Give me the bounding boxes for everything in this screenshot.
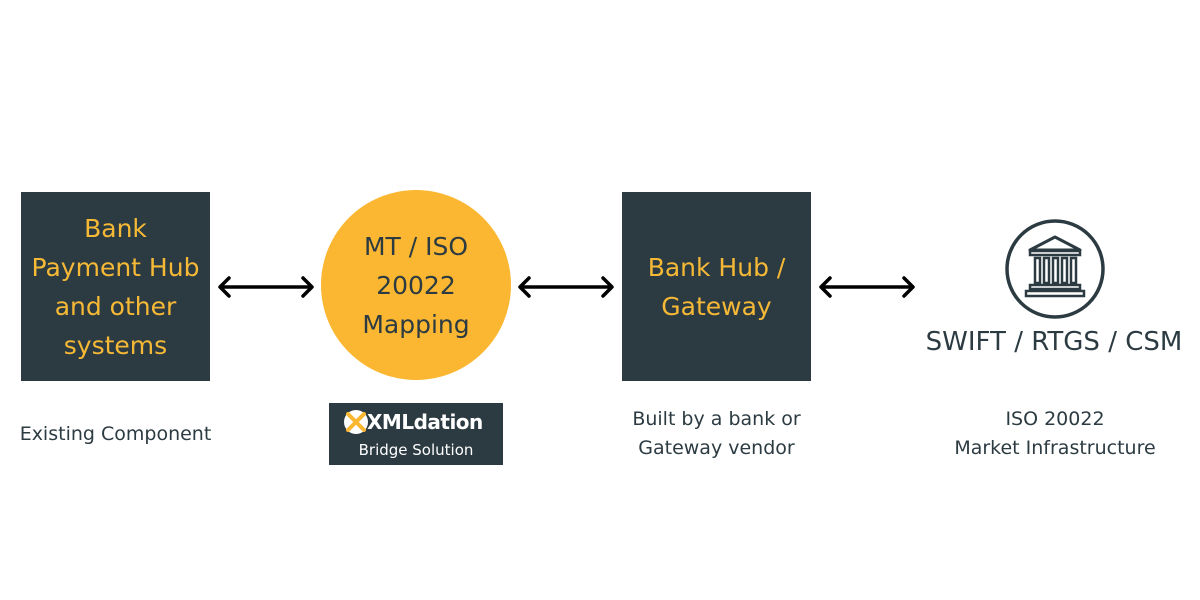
built-by-bank-caption: Built by a bank or Gateway vendor <box>632 408 801 459</box>
bank-hub-gateway-label: Bank Hub / Gateway <box>647 252 786 321</box>
swift-rtgs-csm-label: SWIFT / RTGS / CSM <box>925 327 1183 357</box>
bank-building-icon <box>1005 219 1105 319</box>
xmldation-logo-icon <box>344 410 368 434</box>
double-headed-arrow-icon <box>819 276 915 298</box>
double-headed-arrow-icon <box>518 276 614 298</box>
mt-iso-mapping-label: MT / ISO 20022 Mapping <box>362 231 470 339</box>
xmldation-bridge-badge: XMLdation Bridge Solution <box>329 403 503 465</box>
bank-hub-gateway-box: Bank Hub / Gateway <box>622 192 811 381</box>
bridge-solution-text: Bridge Solution <box>358 441 474 459</box>
iso-market-infrastructure-caption: ISO 20022 Market Infrastructure <box>954 408 1156 459</box>
double-headed-arrow-icon <box>218 276 314 298</box>
existing-component-caption: Existing Component <box>19 423 212 445</box>
bank-payment-hub-box: Bank Payment Hub and other systems <box>21 192 210 381</box>
bank-payment-hub-label: Bank Payment Hub and other systems <box>31 213 200 360</box>
mt-iso-mapping-circle: MT / ISO 20022 Mapping <box>321 190 511 380</box>
xmldation-brand-text: XMLdation <box>367 410 483 434</box>
